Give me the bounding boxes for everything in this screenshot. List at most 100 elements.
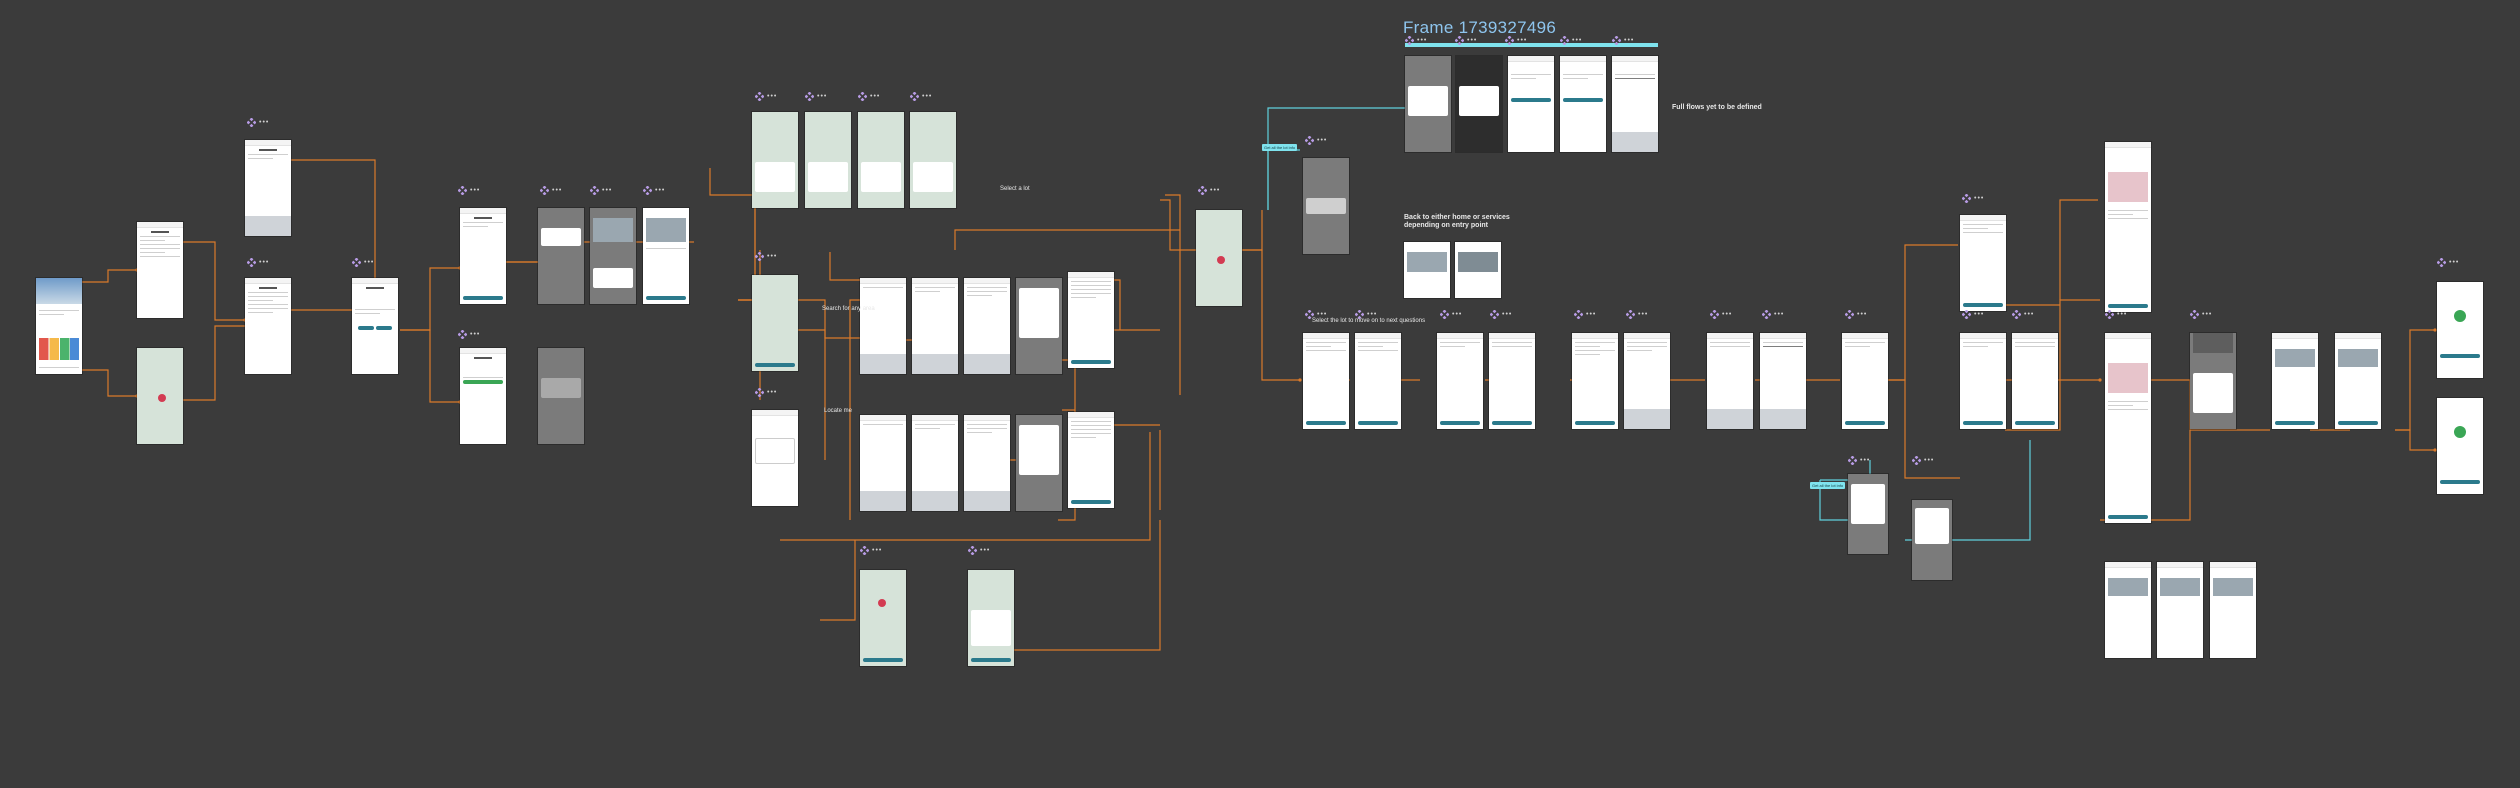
frame-screen-4[interactable] [1560,56,1606,152]
keyboard[interactable] [912,354,958,374]
screen-location-permission[interactable] [460,208,506,304]
screen-select-lot-map[interactable] [860,570,906,666]
screen-lot-detail-long-2[interactable] [2105,333,2151,523]
screen-lot-thumb-1[interactable] [1404,242,1450,298]
more-dots-icon[interactable]: ••• [2449,259,2460,266]
screen-map-select-1[interactable] [752,112,798,208]
screen-search-a[interactable] [245,140,291,236]
more-dots-icon[interactable]: ••• [872,547,883,554]
screen-locate-list-5[interactable] [1068,412,1114,508]
screen-lot-detail-modal[interactable] [2190,333,2236,429]
screen-lot-review-1[interactable] [2272,333,2318,429]
more-dots-icon[interactable]: ••• [1502,311,1513,318]
keyboard[interactable] [912,491,958,511]
screen-locate-me-modal[interactable] [538,208,584,304]
more-dots-icon[interactable]: ••• [922,93,933,100]
keyboard[interactable] [245,216,291,236]
frame-screen-3[interactable] [1508,56,1554,152]
more-dots-icon[interactable]: ••• [655,187,666,194]
screen-search-area-2[interactable] [912,278,958,374]
screen-lot-detail-2[interactable] [1960,333,2006,429]
more-dots-icon[interactable]: ••• [1367,311,1378,318]
screen-form-3[interactable] [1437,333,1483,429]
screen-search-area-1[interactable] [860,278,906,374]
screen-select-lot-sheet[interactable] [968,570,1014,666]
more-dots-icon[interactable]: ••• [1210,187,1221,194]
screen-photo-b[interactable] [643,208,689,304]
home-service-tiles[interactable] [39,338,79,360]
more-dots-icon[interactable]: ••• [602,187,613,194]
screen-lot-thumb-2[interactable] [1455,242,1501,298]
more-dots-icon[interactable]: ••• [767,389,778,396]
screen-success-2[interactable] [2437,398,2483,494]
screen-form-9[interactable] [1842,333,1888,429]
screen-search-area-4[interactable] [1016,278,1062,374]
screen-select-lot-intro[interactable] [352,278,398,374]
more-dots-icon[interactable]: ••• [817,93,828,100]
frame-screen-2[interactable] [1456,56,1502,152]
screen-map-select-3[interactable] [858,112,904,208]
more-dots-icon[interactable]: ••• [1317,137,1328,144]
more-dots-icon[interactable]: ••• [1638,311,1649,318]
screen-form-1[interactable] [1303,333,1349,429]
more-dots-icon[interactable]: ••• [1417,37,1428,44]
screen-locate-me[interactable] [460,348,506,444]
screen-confirm-modal-2[interactable] [1912,500,1952,580]
screen-locate-list-1[interactable] [860,415,906,511]
keyboard[interactable] [964,354,1010,374]
screen-form-6[interactable] [1624,333,1670,429]
keyboard[interactable] [1760,409,1806,429]
map-pin-icon[interactable] [157,394,166,403]
more-dots-icon[interactable]: ••• [364,259,375,266]
screen-locate-list-3[interactable] [964,415,1010,511]
more-dots-icon[interactable]: ••• [1974,311,1985,318]
more-dots-icon[interactable]: ••• [1517,37,1528,44]
more-dots-icon[interactable]: ••• [870,93,881,100]
screen-map-select-2[interactable] [805,112,851,208]
screen-success-1[interactable] [2437,282,2483,378]
more-dots-icon[interactable]: ••• [767,93,778,100]
screen-services[interactable] [137,222,183,318]
more-dots-icon[interactable]: ••• [1857,311,1868,318]
screen-search-b[interactable] [245,278,291,374]
map-pin-icon[interactable] [878,598,887,607]
screen-lot-alt-3[interactable] [2210,562,2256,658]
screen-form-4[interactable] [1489,333,1535,429]
screen-lot-alt-2[interactable] [2157,562,2203,658]
screen-locate-me-loading[interactable] [538,348,584,444]
frame-screen-5[interactable] [1612,56,1658,152]
screen-form-8[interactable] [1760,333,1806,429]
screen-map-home[interactable] [137,348,183,444]
screen-lot-alt-1[interactable] [2105,562,2151,658]
more-dots-icon[interactable]: ••• [1624,37,1635,44]
frame-title[interactable]: Frame 1739327496 [1403,18,1557,37]
screen-lot-detail-long[interactable] [2105,142,2151,312]
more-dots-icon[interactable]: ••• [1722,311,1733,318]
screen-lot-info-photo[interactable] [1303,158,1349,254]
screen-confirm-modal-1[interactable] [1848,474,1888,554]
more-dots-icon[interactable]: ••• [2117,311,2128,318]
more-dots-icon[interactable]: ••• [1860,457,1871,464]
more-dots-icon[interactable]: ••• [1317,311,1328,318]
keyboard[interactable] [860,491,906,511]
more-dots-icon[interactable]: ••• [259,259,270,266]
screen-lot-selected[interactable] [1196,210,1242,306]
more-dots-icon[interactable]: ••• [259,119,270,126]
more-dots-icon[interactable]: ••• [470,331,481,338]
screen-photo-a[interactable] [590,208,636,304]
screen-locate-list-2[interactable] [912,415,958,511]
screen-map-main[interactable] [752,275,798,371]
more-dots-icon[interactable]: ••• [980,547,991,554]
screen-lot-detail-1[interactable] [1960,215,2006,311]
keyboard[interactable] [964,491,1010,511]
screen-home[interactable] [36,278,82,374]
more-dots-icon[interactable]: ••• [2202,311,2213,318]
screen-search-list-1[interactable] [1068,272,1114,368]
screen-lot-detail-3[interactable] [2012,333,2058,429]
keyboard[interactable] [1707,409,1753,429]
screen-locate-list-4[interactable] [1016,415,1062,511]
more-dots-icon[interactable]: ••• [2024,311,2035,318]
more-dots-icon[interactable]: ••• [1572,37,1583,44]
more-dots-icon[interactable]: ••• [470,187,481,194]
